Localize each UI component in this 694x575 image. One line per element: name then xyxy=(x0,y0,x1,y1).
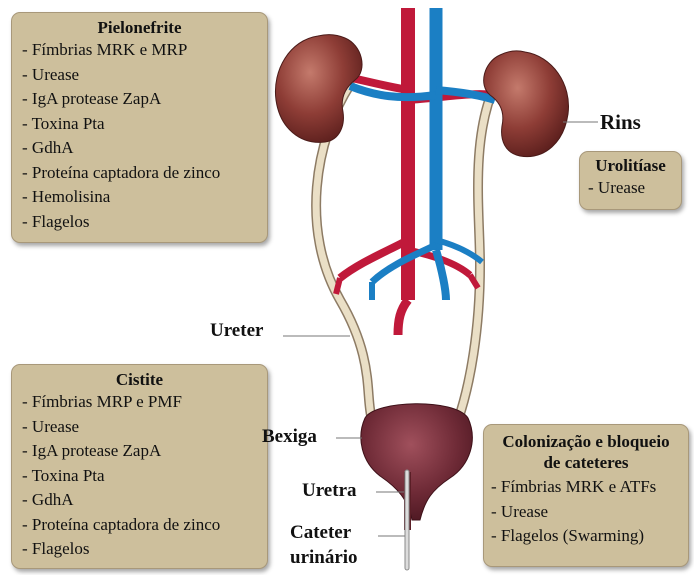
list-item: - Proteína captadora de zinco xyxy=(22,513,267,538)
list-item: - Fímbrias MRK e MRP xyxy=(22,38,267,63)
ureter-label: Ureter xyxy=(210,320,263,342)
list-item: - IgA protease ZapA xyxy=(22,439,267,464)
list-item: - Urease xyxy=(22,63,267,88)
urolitiase-title: Urolitíase xyxy=(580,155,681,176)
list-item: - Hemolisina xyxy=(22,185,267,210)
urolitiase-list: - Urease xyxy=(588,176,681,201)
rins-label: Rins xyxy=(600,110,641,135)
bexiga-label: Bexiga xyxy=(262,426,317,448)
list-item: - GdhA xyxy=(22,488,267,513)
list-item: - Proteína captadora de zinco xyxy=(22,161,267,186)
list-item: - Flagelos xyxy=(22,537,267,562)
list-item: - Fímbrias MRP e PMF xyxy=(22,390,267,415)
list-item: - Flagelos (Swarming) xyxy=(491,524,688,549)
colonizacao-title-line1: Colonização e bloqueio xyxy=(484,431,688,452)
right-kidney xyxy=(484,51,569,157)
list-item: - Toxina Pta xyxy=(22,112,267,137)
list-item: - Urease xyxy=(491,500,688,525)
cateter-label-line1: Cateter xyxy=(290,522,351,544)
list-item: - Urease xyxy=(22,415,267,440)
list-item: - Toxina Pta xyxy=(22,464,267,489)
bladder xyxy=(361,404,472,520)
list-item: - Flagelos xyxy=(22,210,267,235)
pielonefrite-box: Pielonefrite - Fímbrias MRK e MRP - Urea… xyxy=(11,12,268,243)
colonizacao-box: Colonização e bloqueio de cateteres - Fí… xyxy=(483,424,689,567)
colonizacao-title-line2: de cateteres xyxy=(484,452,688,473)
cistite-title: Cistite xyxy=(12,369,267,390)
list-item: - GdhA xyxy=(22,136,267,161)
cistite-list: - Fímbrias MRP e PMF - Urease - IgA prot… xyxy=(22,390,267,562)
urethra-catheter xyxy=(404,470,411,570)
colonizacao-list: - Fímbrias MRK e ATFs - Urease - Flagelo… xyxy=(491,475,688,549)
cistite-box: Cistite - Fímbrias MRP e PMF - Urease - … xyxy=(11,364,268,569)
pielonefrite-list: - Fímbrias MRK e MRP - Urease - IgA prot… xyxy=(22,38,267,234)
list-item: - Urease xyxy=(588,176,681,201)
uretra-label: Uretra xyxy=(302,480,357,502)
urolitiase-box: Urolitíase - Urease xyxy=(579,151,682,210)
list-item: - IgA protease ZapA xyxy=(22,87,267,112)
list-item: - Fímbrias MRK e ATFs xyxy=(491,475,688,500)
pielonefrite-title: Pielonefrite xyxy=(12,17,267,38)
cateter-label-line2: urinário xyxy=(290,547,358,569)
